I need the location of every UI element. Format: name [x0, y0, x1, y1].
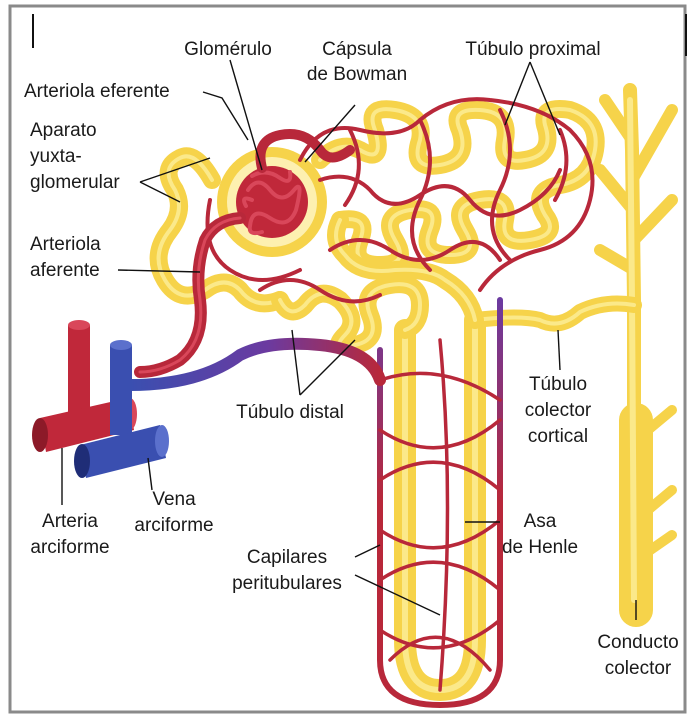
label-capilares-line2: peritubulares	[232, 573, 342, 594]
label-aparato-line1: Aparato	[30, 120, 97, 141]
label-glomerulo: Glomérulo	[184, 39, 272, 60]
label-asa-line1: Asa	[524, 511, 557, 532]
label-capsula-line2: de Bowman	[307, 64, 407, 85]
label-arteriola-aferente-line2: aferente	[30, 260, 100, 281]
label-arteria-line1: Arteria	[42, 511, 98, 532]
label-vena-line2: arciforme	[134, 515, 213, 536]
label-tubulo-proximal: Túbulo proximal	[465, 39, 600, 60]
label-aparato-line2: yuxta-	[30, 146, 82, 167]
label-arteriola-aferente-line1: Arteriola	[30, 234, 101, 255]
label-aparato-line3: glomerular	[30, 172, 120, 193]
glomerulus	[236, 166, 308, 238]
label-conducto-line1: Conducto	[597, 632, 678, 653]
label-conducto-line2: colector	[605, 658, 672, 679]
label-vena-line1: Vena	[152, 489, 196, 510]
label-capilares-line1: Capilares	[247, 547, 327, 568]
label-asa-line2: de Henle	[502, 537, 578, 558]
label-colector-cortical-line1: Túbulo	[529, 374, 587, 395]
label-arteria-line2: arciforme	[30, 537, 109, 558]
label-capsula-line1: Cápsula	[322, 39, 392, 60]
label-tubulo-distal: Túbulo distal	[236, 402, 344, 423]
label-colector-cortical-line3: cortical	[528, 426, 588, 447]
label-colector-cortical-line2: colector	[525, 400, 592, 421]
label-arteriola-eferente: Arteriola eferente	[24, 81, 170, 102]
